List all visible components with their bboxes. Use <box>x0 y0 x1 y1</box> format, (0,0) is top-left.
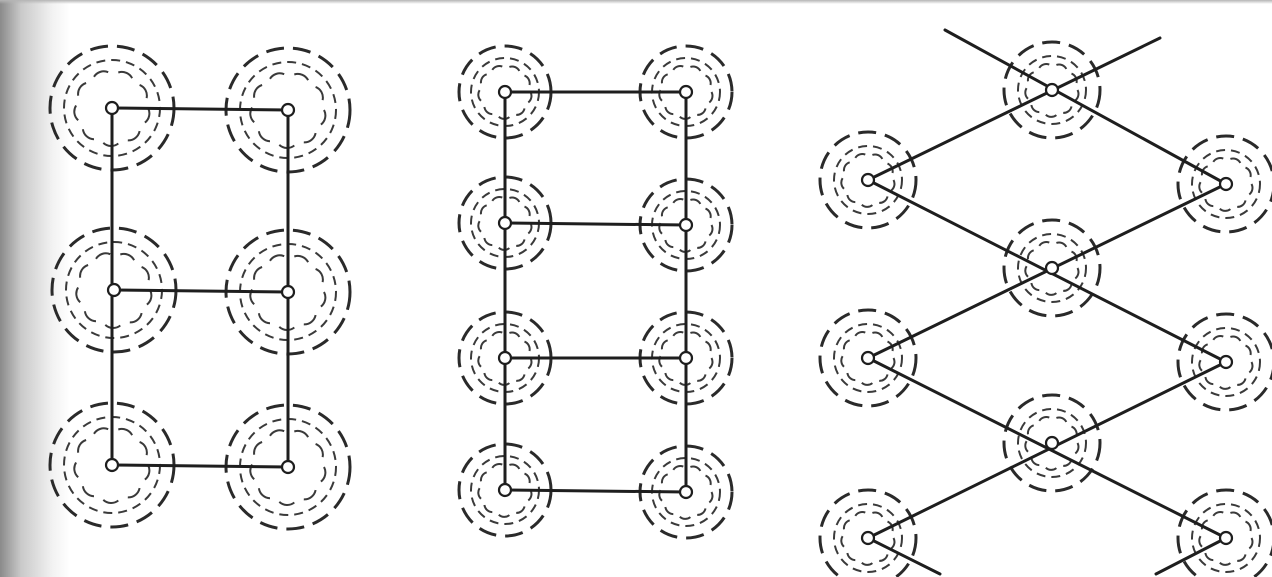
plant-position-marker <box>106 102 118 114</box>
planting-row-line <box>868 38 1160 180</box>
plant-position-marker <box>499 484 511 496</box>
panel-triangle <box>820 30 1272 577</box>
plant-position-marker <box>282 104 294 116</box>
plant-position-marker <box>108 284 120 296</box>
plant-position-marker <box>862 532 874 544</box>
plant-position-marker <box>680 219 692 231</box>
planting-row-line <box>505 490 686 492</box>
planting-row-line <box>112 108 288 110</box>
plant-position-marker <box>1220 356 1232 368</box>
plant-position-marker <box>499 86 511 98</box>
planting-row-line <box>114 290 288 292</box>
plant-position-marker <box>499 352 511 364</box>
plant-position-marker <box>680 86 692 98</box>
panel-rectangle <box>459 46 732 538</box>
plant-position-marker <box>282 461 294 473</box>
plant-position-marker <box>1046 262 1058 274</box>
plant-position-marker <box>499 217 511 229</box>
plant-position-marker <box>282 286 294 298</box>
panel-square <box>50 46 350 529</box>
plant-position-marker <box>862 352 874 364</box>
planting-row-line <box>945 30 1226 184</box>
plant-position-marker <box>1220 178 1232 190</box>
plant-position-marker <box>1220 532 1232 544</box>
planting-row-line <box>112 465 288 467</box>
planting-row-line <box>505 223 686 225</box>
plant-position-marker <box>1046 437 1058 449</box>
planting-row-line <box>1156 538 1226 574</box>
plant-position-marker <box>862 174 874 186</box>
plant-position-marker <box>680 352 692 364</box>
plant-position-marker <box>106 459 118 471</box>
plant-position-marker <box>1046 84 1058 96</box>
plant-position-marker <box>680 486 692 498</box>
